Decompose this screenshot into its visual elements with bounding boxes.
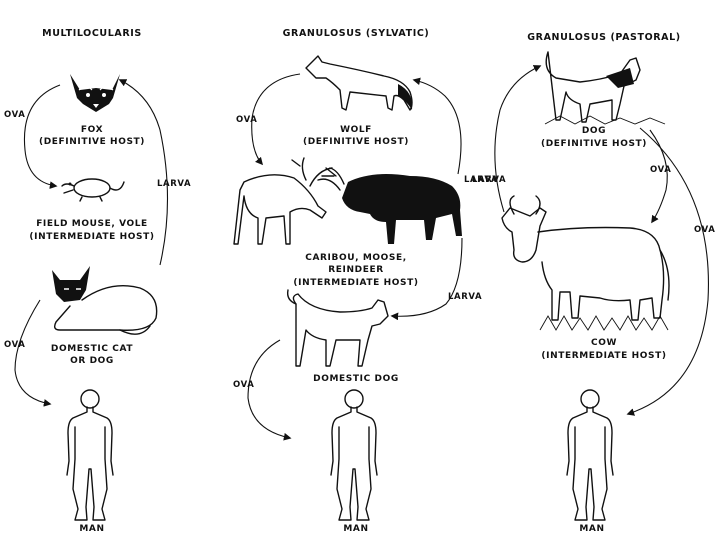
label-cow-role: (INTERMEDIATE HOST) — [541, 351, 666, 361]
label-domestic-cat: DOMESTIC CAT — [51, 344, 133, 354]
man-figure-2 — [330, 389, 378, 521]
ova-arrow-wolf-to-caribou — [251, 73, 301, 166]
label-man-1: MAN — [79, 524, 104, 534]
moose-illustration — [317, 167, 462, 244]
larva-arrow-cat-to-fox — [118, 79, 169, 266]
ova-label-2: OVA — [4, 340, 25, 350]
label-man-3: MAN — [579, 524, 604, 534]
label-wolf: WOLF — [340, 125, 372, 135]
wolf-illustration — [305, 55, 413, 111]
label-caribou: CARIBOU, MOOSE, — [305, 253, 407, 263]
heading-granulosus-sylvatic: GRANULOSUS (SYLVATIC) — [283, 28, 430, 39]
ova-arrow-dog-to-man — [247, 339, 292, 441]
column-granulosus-sylvatic: GRANULOSUS (SYLVATIC) WOLF (DEFINITIVE H… — [233, 28, 498, 534]
larva-label-2: LARVA — [464, 175, 498, 185]
ova-arrow-dog-to-man — [626, 127, 709, 416]
field-mouse-illustration — [61, 178, 125, 202]
larva-arrow-moose-to-wolf — [412, 77, 462, 175]
label-reindeer: REINDEER — [328, 265, 383, 275]
domestic-cat-illustration — [52, 266, 158, 335]
heading-granulosus-pastoral: GRANULOSUS (PASTORAL) — [527, 32, 680, 43]
column-granulosus-pastoral: GRANULOSUS (PASTORAL) DOG (DEFINITIVE HO… — [472, 32, 715, 534]
label-field-mouse: FIELD MOUSE, VOLE — [36, 219, 148, 229]
larva-label-3: LARVA — [448, 292, 482, 302]
cow-illustration — [501, 195, 670, 331]
herding-dog-illustration — [544, 51, 666, 125]
ova-arrow-fox-to-mouse — [23, 84, 61, 189]
ova-arrow-cat-to-man — [14, 299, 52, 407]
caribou-illustration — [233, 157, 335, 245]
man-figure-1 — [66, 389, 114, 521]
fox-illustration — [70, 74, 120, 112]
label-domestic-cat-or-dog: OR DOG — [70, 356, 114, 366]
label-dog: DOG — [582, 126, 606, 136]
label-man-2: MAN — [343, 524, 368, 534]
larva-label-1: LARVA — [157, 179, 191, 189]
larva-label-4: LARVA — [472, 175, 506, 185]
ova-arrow-dog-to-cow — [649, 129, 668, 224]
ova-label-6: OVA — [694, 225, 715, 235]
label-field-mouse-role: (INTERMEDIATE HOST) — [29, 232, 154, 242]
ova-label-5: OVA — [650, 165, 671, 175]
larva-arrow-cow-to-dog — [494, 65, 542, 213]
label-cow: COW — [591, 338, 617, 348]
domestic-dog-illustration — [286, 289, 389, 367]
label-fox-role: (DEFINITIVE HOST) — [39, 137, 145, 147]
label-wolf-role: (DEFINITIVE HOST) — [303, 137, 409, 147]
label-fox: FOX — [81, 125, 103, 135]
heading-multilocularis: MULTILOCULARIS — [42, 28, 142, 39]
ova-label-1: OVA — [4, 110, 25, 120]
label-domestic-dog: DOMESTIC DOG — [313, 374, 399, 384]
larva-arrow-moose-to-dog — [390, 237, 463, 321]
label-caribou-role: (INTERMEDIATE HOST) — [293, 278, 418, 288]
label-dog-role: (DEFINITIVE HOST) — [541, 139, 647, 149]
ova-label-4: OVA — [233, 380, 254, 390]
ova-label-3: OVA — [236, 115, 257, 125]
column-multilocularis: MULTILOCULARIS FOX (DEFINITIVE HOST) FIE… — [4, 28, 191, 534]
man-figure-3 — [566, 389, 614, 521]
